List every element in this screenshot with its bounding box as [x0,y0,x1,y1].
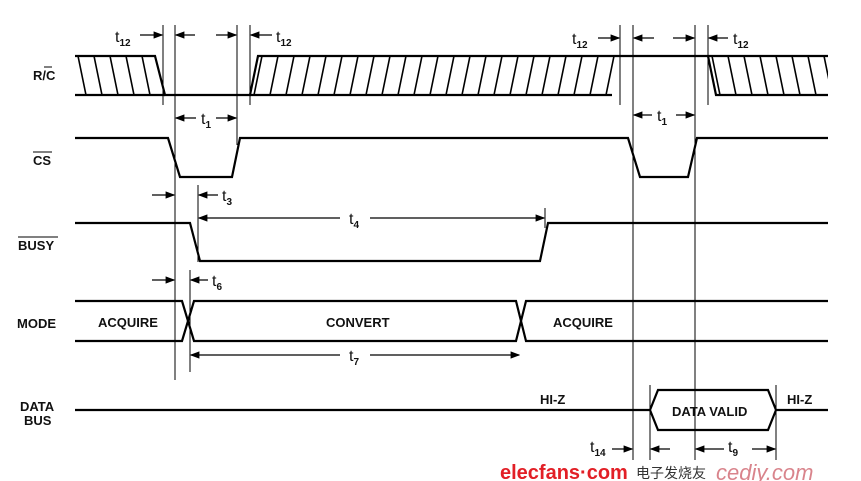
hatch-line [397,56,407,95]
hatch-line [525,56,535,95]
data-bus-label-1: DATA [20,399,55,414]
t7-label: t7 [349,348,359,368]
t12-label-4: t12 [733,31,749,51]
hatch-line [775,56,785,95]
t4-label: t4 [349,211,359,231]
hatch-line [445,56,455,95]
t1-label-2: t1 [657,108,667,128]
hatch-line [823,56,828,95]
t1-label-1: t1 [201,111,211,131]
watermark-brand: elecfans·com [500,462,628,481]
hatch-line [429,56,439,95]
cs-label: CS [33,153,51,168]
hatch-line [493,56,503,95]
hatch-line [711,56,721,95]
hatch-line [77,56,87,95]
hatch-line [109,56,119,95]
busy-label: BUSY [18,238,54,253]
data-bus-label-2: BUS [24,413,52,428]
busy-waveform [75,221,828,263]
hatch-line [759,56,769,95]
mode-acquire-2: ACQUIRE [553,315,613,330]
hatch-line [269,56,279,95]
rc-label: R/C [33,68,56,83]
hatch-line [381,56,391,95]
hatch-line [807,56,817,95]
hatch-line [589,56,599,95]
hatch-line [141,56,151,95]
mode-waveform [75,299,828,343]
hatch-line [557,56,567,95]
t12-label-2: t12 [276,29,292,49]
mode-convert: CONVERT [326,315,390,330]
bus-hiz-1: HI-Z [540,392,565,407]
rc-waveform [75,54,828,97]
t9-label: t9 [728,439,738,459]
t12-label-3: t12 [572,31,588,51]
hatch-line [541,56,551,95]
hatch-line [365,56,375,95]
hatch-line [93,56,103,95]
hatch-line [301,56,311,95]
hatch-line [333,56,343,95]
data-bus-waveform [75,388,828,432]
mode-label: MODE [17,316,56,331]
watermark-site: cediy.com [716,460,813,481]
t6-label: t6 [212,273,222,293]
t12-label-1: t12 [115,29,131,49]
hatch-line [727,56,737,95]
hatch-line [605,56,615,95]
cs-waveform [75,136,828,179]
hatch-line [349,56,359,95]
hatch-line [125,56,135,95]
hatch-line [253,56,263,95]
hatch-line [573,56,583,95]
t14-label: t14 [590,439,606,459]
mode-acquire-1: ACQUIRE [98,315,158,330]
hatch-line [791,56,801,95]
hatch-line [477,56,487,95]
watermark-cn: 电子发烧友 [636,465,706,481]
hatch-line [743,56,753,95]
hatch-line [317,56,327,95]
hatch-line [285,56,295,95]
bus-data-valid: DATA VALID [672,404,747,419]
timing-labels: t12 t12 t12 t12 t1 t1 t3 t4 t6 t7 t14 t9 [115,29,749,459]
hatch-line [509,56,519,95]
hatch-line [413,56,423,95]
bus-hiz-2: HI-Z [787,392,812,407]
t3-label: t3 [222,188,232,208]
hatch-line [461,56,471,95]
timing-arrows [140,31,777,453]
